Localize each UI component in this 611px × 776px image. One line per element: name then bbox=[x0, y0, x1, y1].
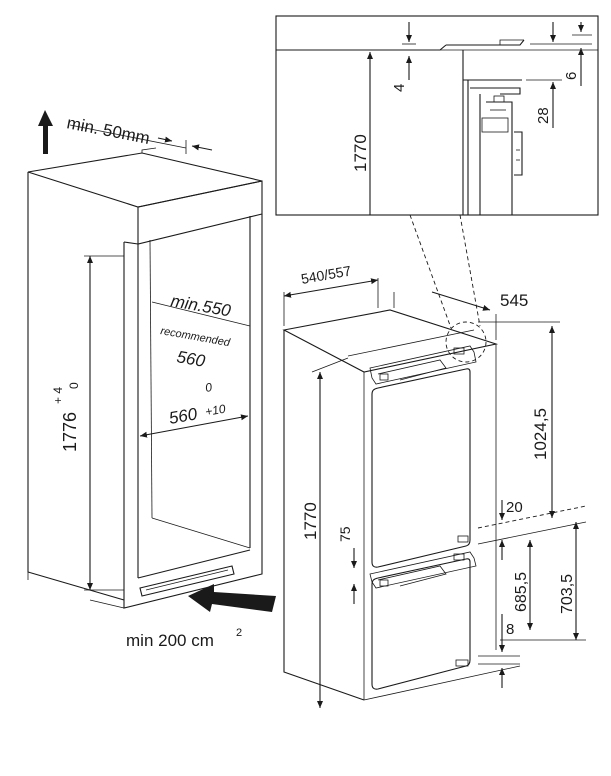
niche-depth-dim: min.550 recommended 560 bbox=[151, 291, 251, 371]
upper-door bbox=[371, 368, 471, 568]
appliance-height-dim: 1770 bbox=[301, 357, 349, 708]
niche-height-dim: 1776 + 4 0 bbox=[51, 255, 124, 591]
appliance-depth-label: 545 bbox=[500, 291, 528, 310]
niche-depth-recommended: 560 bbox=[175, 347, 207, 371]
appliance-width-dim: 540/557 bbox=[283, 262, 379, 326]
detail-inset bbox=[275, 15, 599, 216]
niche-height-tol-plus: + 4 bbox=[51, 387, 65, 404]
vent-area-sup: 2 bbox=[236, 627, 242, 639]
upper-door-height-dim: 1024,5 bbox=[478, 321, 560, 518]
lower-door-height-label: 685,5 bbox=[513, 572, 530, 612]
niche-height-tol-minus: 0 bbox=[67, 382, 81, 389]
clearance-top-label: min. 50mm bbox=[65, 113, 151, 148]
niche-height-label: 1776 bbox=[60, 412, 80, 452]
appliance-width-label: 540/557 bbox=[300, 262, 353, 287]
door-gap-label: 20 bbox=[506, 499, 523, 516]
niche-width-label: 560 bbox=[167, 404, 199, 428]
detail-callout bbox=[409, 214, 487, 363]
hinge-offset-label: 75 bbox=[337, 526, 353, 542]
niche-depth-recommended-label: recommended bbox=[159, 325, 231, 349]
niche-width-tol-plus: +10 bbox=[204, 402, 227, 419]
niche-width-tol-minus: 0 bbox=[204, 380, 213, 395]
detail-height-label: 1770 bbox=[351, 134, 370, 172]
detail-inset-labels: 1770 4 6 28 bbox=[351, 72, 580, 172]
appliance-height-label: 1770 bbox=[301, 502, 320, 540]
detail-gap-4-label: 4 bbox=[391, 84, 408, 92]
vent-area-label: min 200 cm bbox=[126, 631, 214, 650]
bottom-gap-label: 8 bbox=[506, 621, 514, 638]
appliance-body bbox=[282, 309, 521, 701]
appliance-depth-dim: 545 bbox=[393, 291, 528, 340]
detail-frame bbox=[275, 15, 599, 216]
vent-arrow: min 200 cm 2 bbox=[126, 584, 276, 650]
upper-door-height-label: 1024,5 bbox=[531, 408, 550, 460]
door-gap-dim: 20 bbox=[477, 499, 587, 560]
niche-width-dim: 0 560 +10 bbox=[139, 380, 249, 438]
lower-section-height-label: 703,5 bbox=[559, 574, 576, 614]
airflow-up-arrow bbox=[38, 110, 53, 154]
niche-cabinet bbox=[27, 147, 263, 609]
detail-gap-6-label: 6 bbox=[563, 72, 580, 80]
clearance-top: min. 50mm bbox=[65, 113, 213, 154]
niche-depth-min: min.550 bbox=[169, 291, 232, 320]
detail-gap-28-label: 28 bbox=[535, 107, 552, 124]
lower-section-height-dim: 703,5 bbox=[500, 522, 586, 641]
hinge-offset-dim: 75 bbox=[337, 526, 357, 604]
lower-door-height-dim: 685,5 bbox=[513, 540, 533, 630]
lower-door bbox=[371, 558, 471, 690]
bottom-gap-dim: 8 bbox=[478, 614, 520, 688]
